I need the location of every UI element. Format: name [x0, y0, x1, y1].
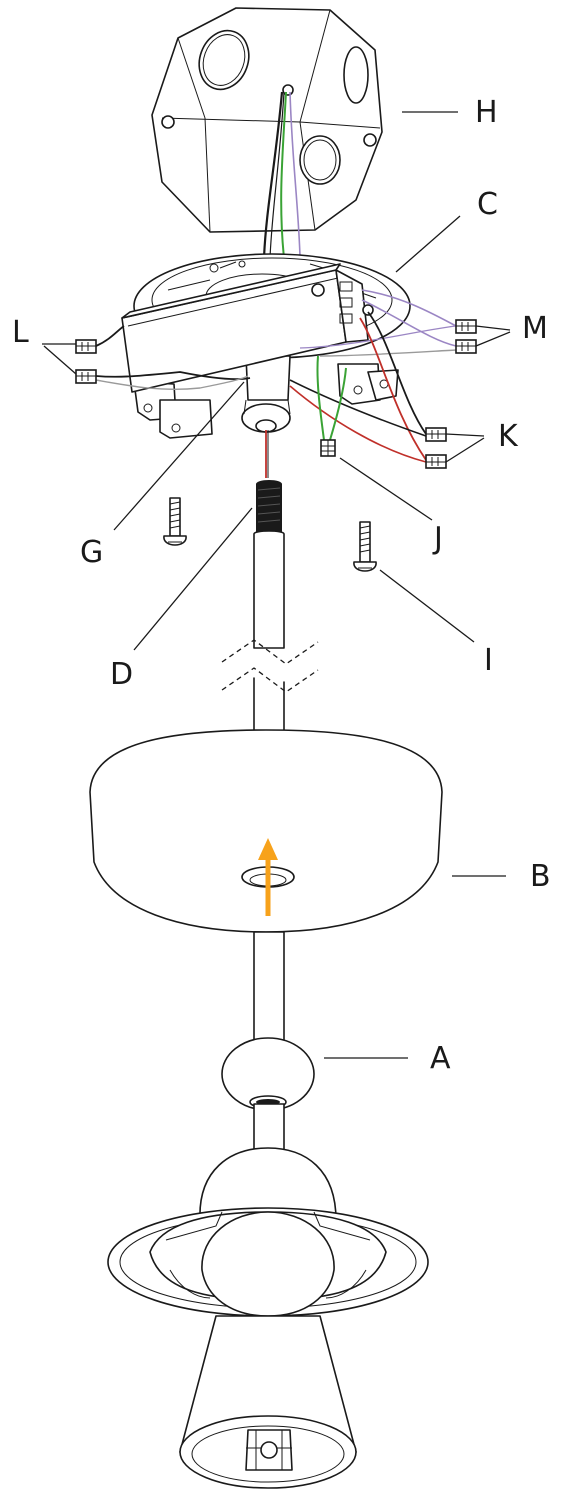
up-arrow-icon [258, 838, 278, 916]
ground-connector [316, 355, 347, 457]
wire-connectors-right-top [299, 289, 477, 357]
label-B: B [530, 859, 551, 894]
part-labels: H C L M K J G D I B A [12, 95, 551, 1076]
label-I: I [484, 643, 493, 678]
label-H: H [475, 95, 498, 130]
wire-connectors-right-bottom [289, 311, 447, 469]
canopy [89, 729, 443, 933]
downrod [221, 480, 319, 741]
label-L: L [12, 315, 29, 350]
driver-box [121, 263, 374, 393]
label-C: C [477, 187, 498, 222]
label-J: J [432, 521, 443, 556]
downrod-lower [253, 931, 285, 1041]
collar [221, 1037, 315, 1111]
supply-wires [262, 91, 301, 259]
screw-left [163, 497, 187, 546]
screw-right [353, 521, 377, 572]
label-G: G [80, 535, 103, 570]
fixture-body [107, 1103, 429, 1489]
label-A: A [430, 1041, 451, 1076]
leader-lines [42, 111, 511, 1059]
label-M: M [522, 311, 548, 346]
label-D: D [110, 657, 133, 692]
wire-connectors-left [75, 325, 251, 390]
junction-box [151, 7, 383, 233]
label-K: K [498, 419, 519, 454]
coupling-hanger [241, 355, 291, 478]
